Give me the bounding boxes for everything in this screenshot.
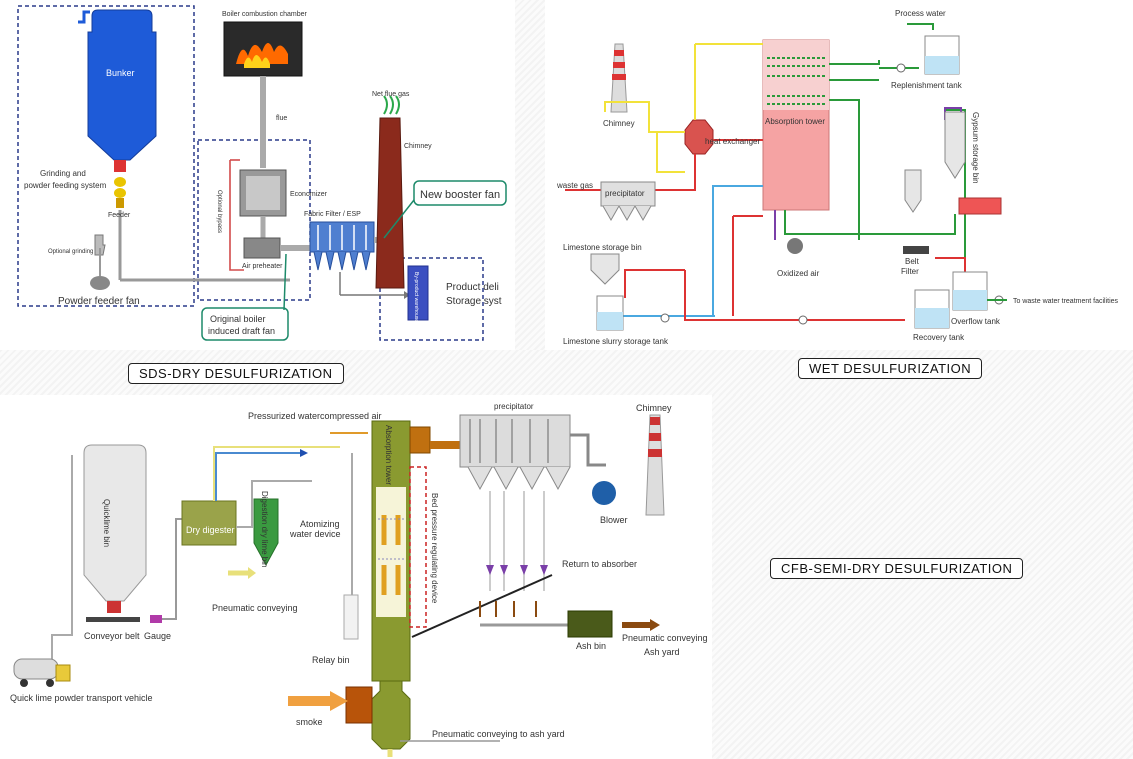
- booster-fan-callout: [413, 180, 507, 206]
- absorption-tower-label: Absorption tower: [765, 117, 825, 126]
- waste-water-label: To waste water treatment facilities: [1013, 298, 1119, 305]
- pneumatic-conveying-2-label: Pneumatic conveying: [622, 633, 708, 643]
- belt-filter-shape: [903, 246, 929, 254]
- wet-caption: WET DESULFURIZATION: [798, 358, 983, 379]
- bunker-label: Bunker: [106, 68, 135, 78]
- sds-caption: SDS-DRY DESULFURIZATION: [128, 363, 344, 384]
- conveyor-belt-shape: [86, 617, 140, 622]
- cfb-chimney-label: Chimney: [636, 403, 672, 413]
- storage-box: [379, 257, 484, 341]
- process-water-label: Process water: [895, 9, 946, 18]
- booster-fan-label: New booster fan: [420, 189, 500, 201]
- ash-bin-label: Ash bin: [576, 641, 606, 651]
- pneumatic-conveying-label: Pneumatic conveying: [212, 603, 298, 613]
- oxidized-air-label: Oxidized air: [777, 269, 820, 278]
- cfb-diagram: Pressurized water compressed air Absorpt…: [0, 395, 712, 759]
- blower-label: Blower: [600, 515, 628, 525]
- ash-bin-shape: [567, 610, 613, 638]
- bed-pressure-box: [409, 466, 427, 628]
- wet-chimney-label: Chimney: [603, 119, 635, 128]
- net-flue-gas-label: Net flue gas: [372, 91, 410, 98]
- warehouse-shape: [407, 265, 429, 321]
- air-preheater-label: Air preheater: [242, 263, 283, 270]
- cfb-precipitator-label: precipitator: [494, 402, 534, 411]
- air-preheater-shape: [243, 237, 281, 259]
- smoke-label: smoke: [296, 717, 323, 727]
- cfb-precipitator-shape: [459, 414, 571, 491]
- original-fan-label: Original boiler: [210, 314, 266, 324]
- atomizing-label: Atomizing: [300, 519, 340, 529]
- fabric-filter-label: Fabric Filter / ESP: [304, 211, 361, 218]
- pressurized-water-label: Pressurized water: [248, 411, 320, 421]
- bed-pressure-label: Bed pressure regulating device: [430, 493, 439, 604]
- flue-label: flue: [276, 115, 287, 122]
- limestone-bin-label: Limestone storage bin: [563, 243, 642, 252]
- conveyor-belt-label: Conveyor belt: [84, 631, 140, 641]
- return-absorber-label: Return to absorber: [562, 559, 637, 569]
- grinding-system-box: [17, 5, 195, 307]
- gypsum-bin-label: Gypsum storage bin: [971, 112, 980, 184]
- digestion-bin-label: Digestion dry lime bin: [260, 491, 269, 567]
- limestone-bin-shape: [590, 253, 620, 285]
- bunker-shape: [87, 9, 157, 161]
- heat-exchanger-shape: [684, 119, 714, 155]
- vehicle-label: Quick lime powder transport vehicle: [10, 693, 153, 703]
- cfb-caption: CFB-SEMI-DRY DESULFURIZATION: [770, 558, 1024, 579]
- fabric-filter-shape: [309, 221, 375, 271]
- combustion-label: Boiler combustion chamber: [222, 11, 307, 18]
- product-storage-label: Product deli: [446, 282, 499, 293]
- powder-fan-label: Powder feeder fan: [58, 296, 140, 307]
- original-fan-callout: [201, 307, 289, 341]
- ash-yard-label: Ash yard: [644, 647, 680, 657]
- powder-fan-shape: [90, 276, 110, 290]
- atomizing-label-2: water device: [289, 529, 341, 539]
- quicklime-bin-shape: [83, 444, 147, 602]
- relay-bin-shape: [343, 594, 359, 640]
- digestion-bin-shape: [253, 498, 279, 567]
- replenishment-tank-label: Replenishment tank: [891, 81, 963, 90]
- compressed-air-label: compressed air: [320, 411, 382, 421]
- gauge-label: Gauge: [144, 631, 171, 641]
- waste-gas-label: waste gas: [556, 181, 593, 190]
- dry-digester-shape: [181, 500, 237, 546]
- bypass-box: [197, 139, 311, 301]
- recovery-tank-label: Recovery tank: [913, 333, 965, 342]
- truck-shape: [958, 197, 1002, 215]
- chimney-shape: [375, 117, 405, 289]
- bunker-valve: [114, 160, 126, 172]
- product-storage-label-2: Storage syst: [446, 296, 502, 307]
- oxidized-air-shape: [787, 238, 803, 254]
- cfb-chimney-shape: [645, 414, 665, 516]
- gypsum-bin-shape: [944, 111, 966, 179]
- blower-shape: [592, 481, 616, 505]
- cfb-absorption-tower-shape: [371, 420, 411, 750]
- optional-bypass-label: Optional bypass: [216, 190, 222, 233]
- sds-diagram: Bunker Boiler combustion chamber Net flu…: [0, 0, 515, 350]
- relay-bin-label: Relay bin: [312, 655, 350, 665]
- quicklime-bin-label: Quicklime bin: [102, 499, 111, 547]
- cyclone-shape: [904, 169, 922, 213]
- warehouse-label: By-product warehouse: [413, 272, 419, 322]
- overflow-tank-label: Overflow tank: [951, 317, 1001, 326]
- filter-label: Filter: [901, 267, 919, 276]
- feeder-label: Feeder: [108, 212, 131, 219]
- cfb-absorption-tower-label: Absorption tower: [384, 425, 393, 485]
- heat-exchanger-label: heat exchanger: [705, 137, 760, 146]
- belt-label: Belt: [905, 257, 920, 266]
- to-ash-yard-label: Pneumatic conveying to ash yard: [432, 729, 565, 739]
- grinding-label-2: powder feeding system: [24, 181, 107, 190]
- economizer-label: Economizer: [290, 191, 328, 198]
- slurry-tank-label: Limestone slurry storage tank: [563, 337, 669, 346]
- gauge-shape: [150, 615, 162, 623]
- chimney-label: Chimney: [404, 143, 432, 150]
- grinding-label: Grinding and: [40, 169, 86, 178]
- vehicle-shape: [13, 658, 71, 687]
- divider-vertical: [515, 0, 545, 350]
- wet-diagram: Process water Replenishment tank Chimney…: [545, 0, 1133, 350]
- dry-digester-label: Dry digester: [186, 525, 235, 535]
- original-fan-label-2: induced draft fan: [208, 326, 275, 336]
- wet-precipitator-shape: [600, 181, 656, 207]
- wet-precipitator-label: precipitator: [605, 189, 645, 198]
- optional-grinding-label: Optional grinding: [48, 249, 93, 255]
